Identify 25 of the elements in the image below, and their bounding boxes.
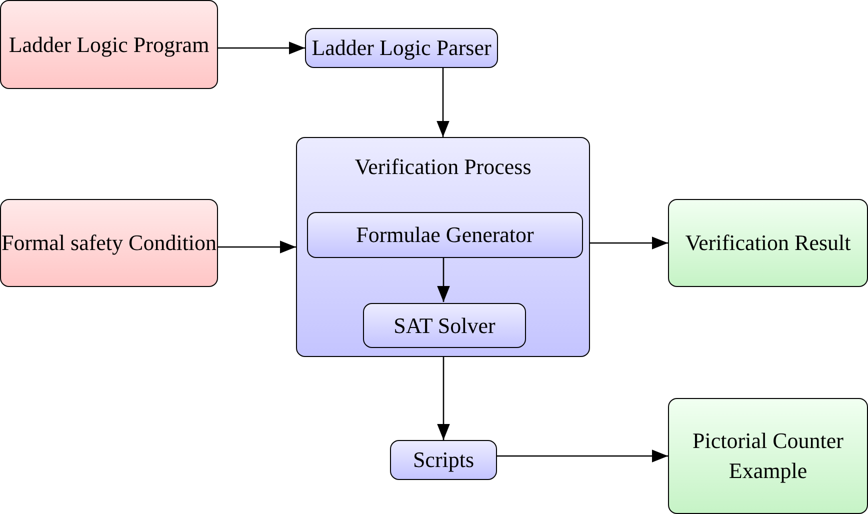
process-box xyxy=(0,0,218,89)
arrow xyxy=(437,357,450,440)
process-box xyxy=(668,199,868,287)
process-box xyxy=(307,212,583,258)
process-box xyxy=(363,303,526,348)
node-label: Formulae Generator xyxy=(356,221,534,249)
process-box xyxy=(390,440,497,480)
arrow xyxy=(437,257,450,302)
arrow xyxy=(436,68,450,137)
arrow xyxy=(218,42,305,54)
process-box xyxy=(668,398,868,514)
process-box xyxy=(305,28,498,68)
node-label: Pictorial Counter Example xyxy=(692,427,844,485)
node-label: Formal safety Condition xyxy=(1,229,217,257)
node-label: Verification Process xyxy=(354,153,532,181)
arrow xyxy=(497,450,668,462)
node-label: Ladder Logic Parser xyxy=(312,34,492,62)
node-label: Scripts xyxy=(412,446,474,474)
process-box xyxy=(0,199,218,287)
node-label: Ladder Logic Program xyxy=(8,30,210,59)
node-label: Verification Result xyxy=(685,229,851,257)
arrow xyxy=(218,240,296,254)
arrow xyxy=(590,236,668,250)
node-label: SAT Solver xyxy=(394,312,496,340)
process-group-box xyxy=(296,137,590,357)
